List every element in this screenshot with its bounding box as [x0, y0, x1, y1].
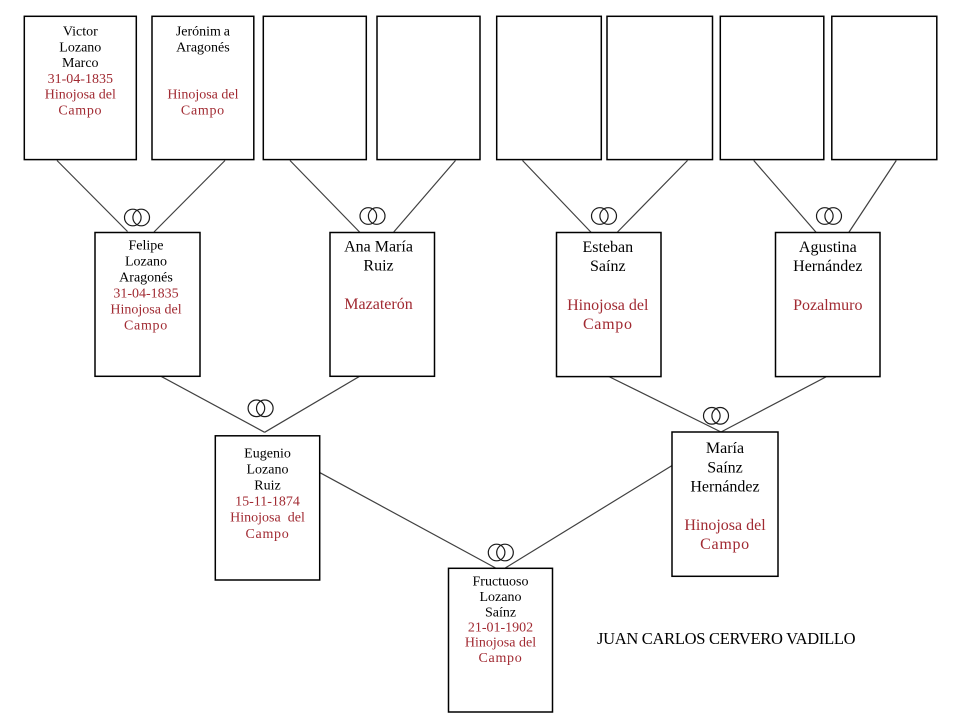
- svg-text:Eugenio: Eugenio: [244, 446, 291, 461]
- svg-text:Fructuoso: Fructuoso: [473, 575, 529, 590]
- svg-text:Hinojosa del: Hinojosa del: [684, 517, 766, 534]
- svg-text:Campo: Campo: [583, 316, 633, 333]
- svg-text:Hinojosa del: Hinojosa del: [167, 88, 238, 103]
- svg-text:Saínz: Saínz: [590, 258, 626, 275]
- svg-text:Marco: Marco: [62, 56, 99, 71]
- svg-text:Campo: Campo: [181, 104, 225, 119]
- svg-text:Ruiz: Ruiz: [254, 479, 280, 494]
- svg-text:Hinojosa del: Hinojosa del: [45, 88, 116, 103]
- svg-text:María: María: [706, 440, 744, 457]
- svg-text:Agustina: Agustina: [799, 239, 857, 256]
- svg-text:Hinojosa del: Hinojosa del: [110, 302, 181, 317]
- svg-text:Hinojosa del: Hinojosa del: [465, 636, 536, 651]
- svg-text:Lozano: Lozano: [59, 40, 101, 55]
- svg-text:Esteban: Esteban: [582, 239, 633, 256]
- svg-text:Pozalmuro: Pozalmuro: [793, 297, 862, 314]
- svg-text:Campo: Campo: [246, 527, 290, 542]
- svg-text:Lozano: Lozano: [125, 254, 167, 269]
- svg-text:Saínz: Saínz: [707, 459, 743, 476]
- svg-text:31-04-1835: 31-04-1835: [113, 286, 178, 301]
- svg-text:Campo: Campo: [124, 318, 168, 333]
- svg-text:31-04-1835: 31-04-1835: [48, 72, 113, 87]
- svg-text:Campo: Campo: [700, 536, 750, 553]
- svg-text:Ruiz: Ruiz: [363, 258, 393, 275]
- svg-text:Aragonés: Aragonés: [119, 270, 173, 285]
- svg-text:Lozano: Lozano: [480, 590, 522, 605]
- svg-text:Hernández: Hernández: [690, 479, 759, 496]
- svg-text:15-11-1874: 15-11-1874: [235, 495, 300, 510]
- svg-text:Victor: Victor: [63, 25, 98, 40]
- svg-text:Campo: Campo: [58, 104, 102, 119]
- svg-text:Lozano: Lozano: [247, 462, 289, 477]
- svg-text:21-01-1902: 21-01-1902: [468, 620, 533, 635]
- svg-text:JUAN CARLOS CERVERO VADILLO: JUAN CARLOS CERVERO VADILLO: [597, 629, 856, 648]
- svg-text:Mazaterón: Mazaterón: [344, 296, 412, 313]
- svg-text:Hinojosa del: Hinojosa del: [567, 297, 649, 314]
- svg-text:Hinojosa del: Hinojosa del: [230, 511, 305, 526]
- svg-text:Felipe: Felipe: [129, 238, 164, 253]
- svg-text:Campo: Campo: [479, 651, 523, 666]
- svg-text:Hernández: Hernández: [793, 258, 862, 275]
- svg-text:Aragonés: Aragonés: [176, 40, 230, 55]
- svg-text:Ana María: Ana María: [344, 239, 413, 256]
- svg-text:Saínz: Saínz: [485, 605, 516, 620]
- svg-text:Jerónim a: Jerónim a: [176, 25, 231, 40]
